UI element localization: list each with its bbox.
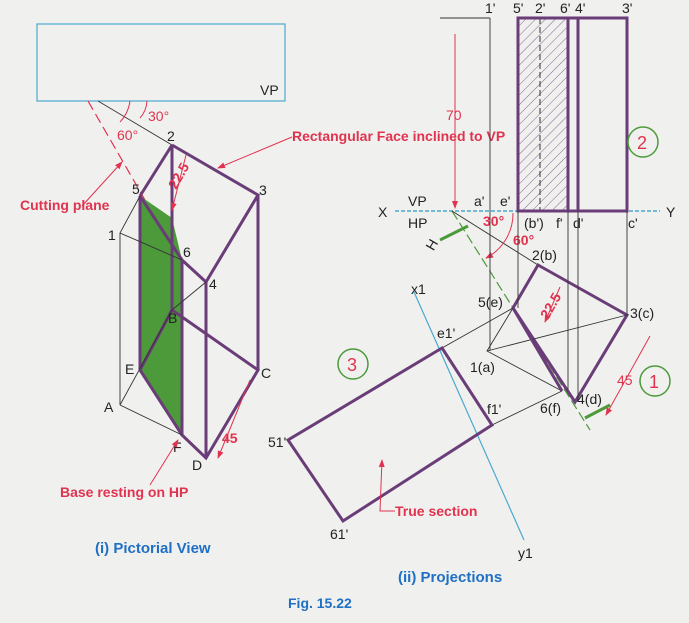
y-label: Y [666,204,676,220]
caption-projections: (ii) Projections [398,569,502,586]
pt-e: e' [500,193,510,209]
dim-45: 45 [617,372,633,388]
angle-30: 30° [148,108,169,124]
e1-label: e1' [437,325,455,341]
pt-B: B [168,310,177,326]
pt-2b: 2(b) [532,247,557,263]
figure-number: Fig. 15.22 [288,595,352,611]
pt-6p: 6' [560,0,570,16]
angle-60: 60° [117,127,138,143]
pt-f: f' [556,215,563,231]
pt-1p: 1' [485,0,495,16]
cutting-plane-label: Cutting plane [20,197,110,213]
pt-3p: 3' [622,0,632,16]
step-2-circle [627,126,659,158]
h-label: H [422,236,441,253]
dim-22-5: 22.5 [537,290,565,322]
pt-A: A [104,399,114,415]
angle-30: 30° [483,213,504,229]
pt-C: C [261,365,271,381]
pt-5e: 5(e) [478,294,503,310]
pt-b: (b') [524,215,544,231]
pt-6f: 6(f) [540,400,561,416]
pt-5: 5 [132,181,140,197]
y1-label: y1 [518,545,533,561]
true-section [285,345,495,524]
x-label: X [378,204,388,220]
dim-45: 45 [222,430,238,446]
pt-D: D [192,457,202,473]
h-arrow [439,224,469,242]
pt-3c: 3(c) [630,305,654,321]
pt-4p: 4' [575,0,585,16]
base-label: Base resting on HP [60,484,188,500]
step-1: 1 [649,372,659,392]
pt-2p: 2' [535,0,545,16]
f1-label: f1' [487,401,501,417]
true-section-label: True section [395,503,477,519]
vp-plane [36,23,286,102]
caption-pictorial: (i) Pictorial View [95,540,211,557]
cutting-plane-trace [87,100,146,201]
vp-label: VP [260,82,279,98]
pt-E: E [125,361,134,377]
pt-4d: 4(d) [577,391,602,407]
projections-view: X Y VP HP 70 1' 5' 2' 6' 4' 3' a' e' (b'… [268,0,676,586]
s5-label: 51' [268,434,286,450]
h-arrow-2 [584,403,611,420]
vp-label: VP [408,193,427,209]
pt-4: 4 [209,276,217,292]
pictorial-view: VP 30° 60° 22.5 45 2 3 5 1 6 4 B E C A F… [20,23,505,557]
dim-22-5: 22.5 [165,160,193,192]
rect-face-label: Rectangular Face inclined to VP [292,128,505,144]
pt-1: 1 [108,227,116,243]
pt-c: c' [628,215,638,231]
pt-a: a' [474,193,484,209]
pt-3: 3 [259,182,267,198]
pt-2: 2 [167,128,175,144]
pt-1a: 1(a) [470,359,495,375]
s6-label: 61' [330,526,348,542]
hp-label: HP [408,215,427,231]
dim-70: 70 [446,107,462,123]
step-3: 3 [347,355,357,375]
step-3-circle [337,348,369,380]
step-1-circle [639,365,671,397]
angle-60: 60° [513,232,534,248]
pt-5p: 5' [513,0,523,16]
top-view [511,262,630,405]
step-2: 2 [637,133,647,153]
pt-6: 6 [183,244,191,260]
front-view [516,16,629,213]
x1y1-line [413,291,525,541]
x1-label: x1 [411,281,426,297]
